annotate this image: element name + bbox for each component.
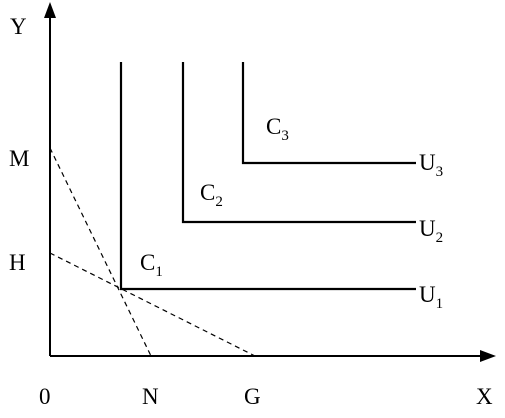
curve-label-u3-base: U [419, 150, 436, 175]
curve-label-u1-sub: 1 [436, 296, 444, 312]
indifference-curve-u2 [181, 62, 416, 224]
y-tick-h: H [9, 250, 26, 275]
x-tick-g: G [244, 384, 261, 409]
curve-label-u2-sub: 2 [436, 230, 444, 246]
corner-label-c3: C3 [266, 114, 289, 144]
corner-label-c2-sub: 2 [215, 194, 223, 210]
curve-label-u3: U3 [419, 150, 443, 180]
corner-label-c1: C1 [140, 250, 163, 280]
corner-label-c3-sub: 3 [281, 128, 289, 144]
curve-label-u3-sub: 3 [436, 164, 444, 180]
corner-label-c1-base: C [140, 250, 155, 275]
y-axis-arrow [44, 2, 56, 18]
x-tick-n: N [142, 384, 159, 409]
origin-label: 0 [39, 384, 51, 409]
y-tick-m: M [9, 146, 29, 171]
indifference-curve-u3 [241, 62, 416, 165]
corner-label-c1-sub: 1 [155, 264, 163, 280]
corner-label-c2-base: C [200, 180, 215, 205]
budget-line-m-n [49, 147, 152, 357]
indifference-curve-u1 [119, 62, 416, 291]
corner-label-c3-base: C [266, 114, 281, 139]
budget-line-h-g [49, 252, 256, 357]
x-axis-arrow [480, 350, 496, 362]
y-axis-label: Y [10, 14, 27, 39]
curve-label-u2-base: U [419, 216, 436, 241]
corner-label-c2: C2 [200, 180, 223, 210]
curve-label-u2: U2 [419, 216, 443, 246]
curve-label-u1-base: U [419, 282, 436, 307]
x-axis-label: X [476, 384, 493, 409]
curve-label-u1: U1 [419, 282, 443, 312]
